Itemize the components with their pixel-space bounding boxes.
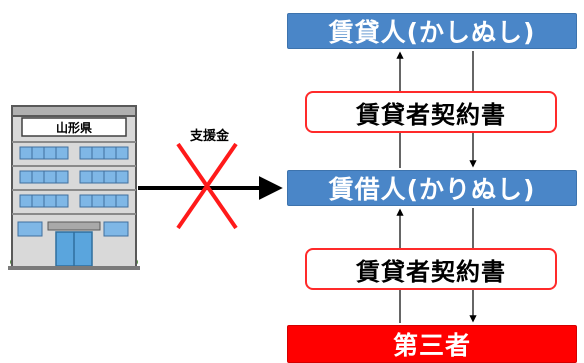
cross-mark-icon (176, 142, 238, 230)
government-building-icon (8, 105, 140, 270)
contract-label-top: 賃貸者契約書 (356, 100, 506, 129)
third-party-label: 第三者 (392, 331, 471, 360)
subsidy-label: 支援金 (190, 129, 230, 144)
contract-box-bottom: 賃貸者契約書 (305, 248, 557, 290)
contract-box-top: 賃貸者契約書 (305, 91, 557, 133)
third-party-box: 第三者 (287, 325, 577, 363)
building-sign-label: 山形県 (55, 120, 92, 135)
lessor-box: 賃貸人(かしぬし) (287, 13, 577, 49)
lessor-label: 賃貸人(かしぬし) (328, 18, 536, 47)
lessee-label: 賃借人(かりぬし) (328, 175, 536, 204)
lessee-box: 賃借人(かりぬし) (287, 170, 577, 206)
contract-label-bottom: 賃貸者契約書 (356, 257, 506, 286)
